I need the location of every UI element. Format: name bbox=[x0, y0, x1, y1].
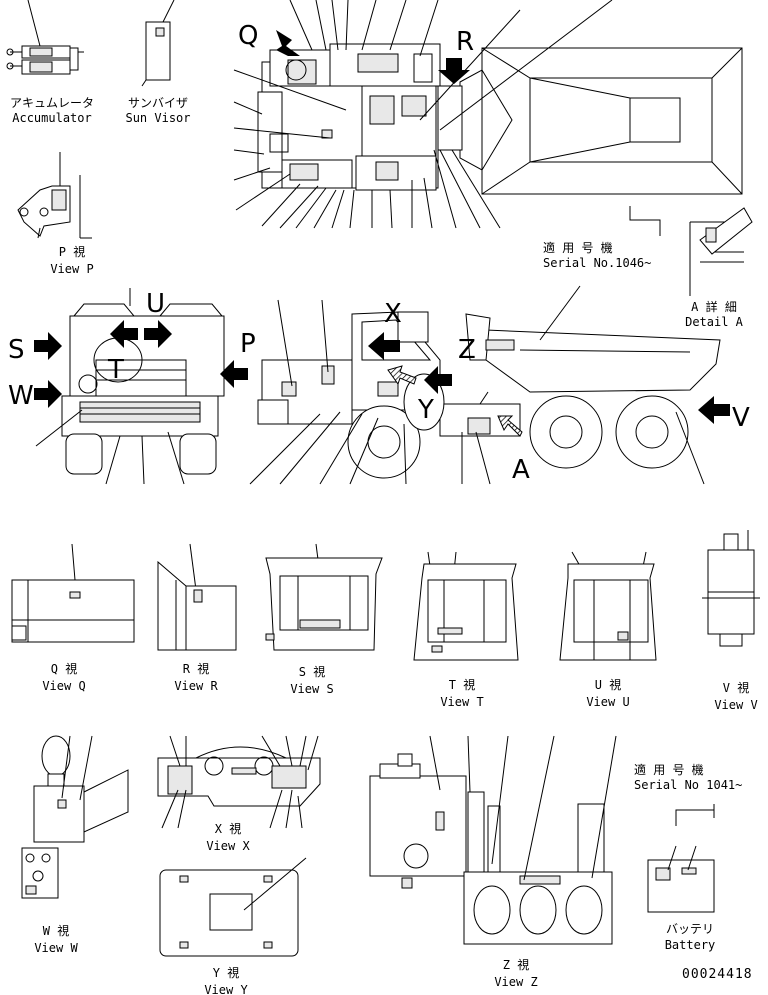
view-s-drawing bbox=[265, 543, 383, 651]
serial-1041-label-jp: 適 用 号 機 bbox=[634, 763, 704, 777]
drawing-id: 00024418 bbox=[682, 967, 753, 982]
view-u-label-jp: U 視 bbox=[594, 678, 622, 692]
accumulator-drawing bbox=[6, 0, 84, 75]
view-p-label-jp: P 視 bbox=[58, 245, 86, 259]
view-x-label-en: View X bbox=[206, 839, 250, 853]
view-z-drawing bbox=[369, 735, 617, 945]
view-z-label-en: View Z bbox=[494, 975, 538, 989]
view-y-label-en: View Y bbox=[204, 983, 248, 995]
view-q-label-jp: Q 視 bbox=[50, 662, 78, 676]
view-letter-z: Z bbox=[458, 335, 476, 365]
view-v-label-en: View V bbox=[714, 698, 758, 712]
accumulator-label-jp: アキュムレータ bbox=[9, 96, 95, 110]
view-p-label-en: View P bbox=[50, 262, 94, 276]
view-r-label-en: View R bbox=[174, 679, 218, 693]
front-view-drawing bbox=[34, 288, 248, 485]
view-q-drawing bbox=[11, 543, 135, 643]
view-letter-q: Q bbox=[238, 21, 259, 51]
battery-label-jp: バッテリ bbox=[665, 922, 715, 936]
view-letter-t: T bbox=[108, 355, 124, 385]
view-s-label-en: View S bbox=[290, 682, 334, 696]
sunvisor-label-jp: サンバイザ bbox=[127, 96, 189, 110]
view-letter-s: S bbox=[8, 335, 25, 365]
view-letter-r: R bbox=[456, 27, 475, 57]
view-letter-y: Y bbox=[418, 395, 434, 425]
view-w-drawing bbox=[21, 735, 129, 899]
view-s-label-jp: S 視 bbox=[298, 665, 326, 679]
view-r-label-jp: R 視 bbox=[182, 662, 210, 676]
view-v-drawing bbox=[702, 530, 760, 647]
detail-a-label-jp: A 詳 細 bbox=[691, 300, 737, 314]
accumulator-label-en: Accumulator bbox=[12, 111, 92, 125]
view-letter-v: V bbox=[732, 403, 750, 433]
view-y-drawing bbox=[159, 857, 307, 957]
view-letter-x: X bbox=[384, 299, 402, 329]
serial-1046-label-jp: 適 用 号 機 bbox=[543, 241, 613, 255]
view-t-label-en: View T bbox=[440, 695, 484, 709]
detail-a-label-en: Detail A bbox=[685, 315, 743, 329]
view-w-label-jp: W 視 bbox=[42, 924, 70, 938]
view-q-label-en: View Q bbox=[42, 679, 86, 693]
view-x-label-jp: X 視 bbox=[214, 822, 242, 836]
view-z-label-jp: Z 視 bbox=[502, 958, 530, 972]
sun-visor-drawing bbox=[141, 0, 175, 87]
view-w-label-en: View W bbox=[34, 941, 78, 955]
view-y-label-jp: Y 視 bbox=[212, 966, 240, 980]
view-letter-p: P bbox=[240, 329, 256, 359]
view-x-drawing bbox=[157, 735, 321, 829]
side-view-drawing bbox=[249, 285, 730, 485]
view-v-label-jp: V 視 bbox=[722, 681, 750, 695]
view-p-drawing bbox=[17, 152, 92, 239]
sunvisor-label-en: Sun Visor bbox=[125, 111, 191, 125]
view-letter-u: U bbox=[146, 289, 166, 319]
serial-1041-label-en: Serial No 1041~ bbox=[634, 778, 743, 792]
view-r-drawing bbox=[157, 543, 237, 651]
view-u-drawing bbox=[559, 551, 657, 661]
battery-drawing bbox=[647, 804, 715, 913]
view-t-drawing bbox=[413, 551, 519, 661]
serial-1046-label-en: Serial No.1046~ bbox=[543, 256, 652, 270]
battery-label-en: Battery bbox=[664, 938, 716, 952]
detail-a-drawing bbox=[629, 206, 753, 296]
view-letter-a: A bbox=[512, 455, 530, 485]
view-t-label-jp: T 視 bbox=[448, 678, 476, 692]
view-letter-w: W bbox=[8, 381, 34, 411]
view-u-label-en: View U bbox=[586, 695, 630, 709]
top-view-drawing bbox=[233, 0, 743, 229]
